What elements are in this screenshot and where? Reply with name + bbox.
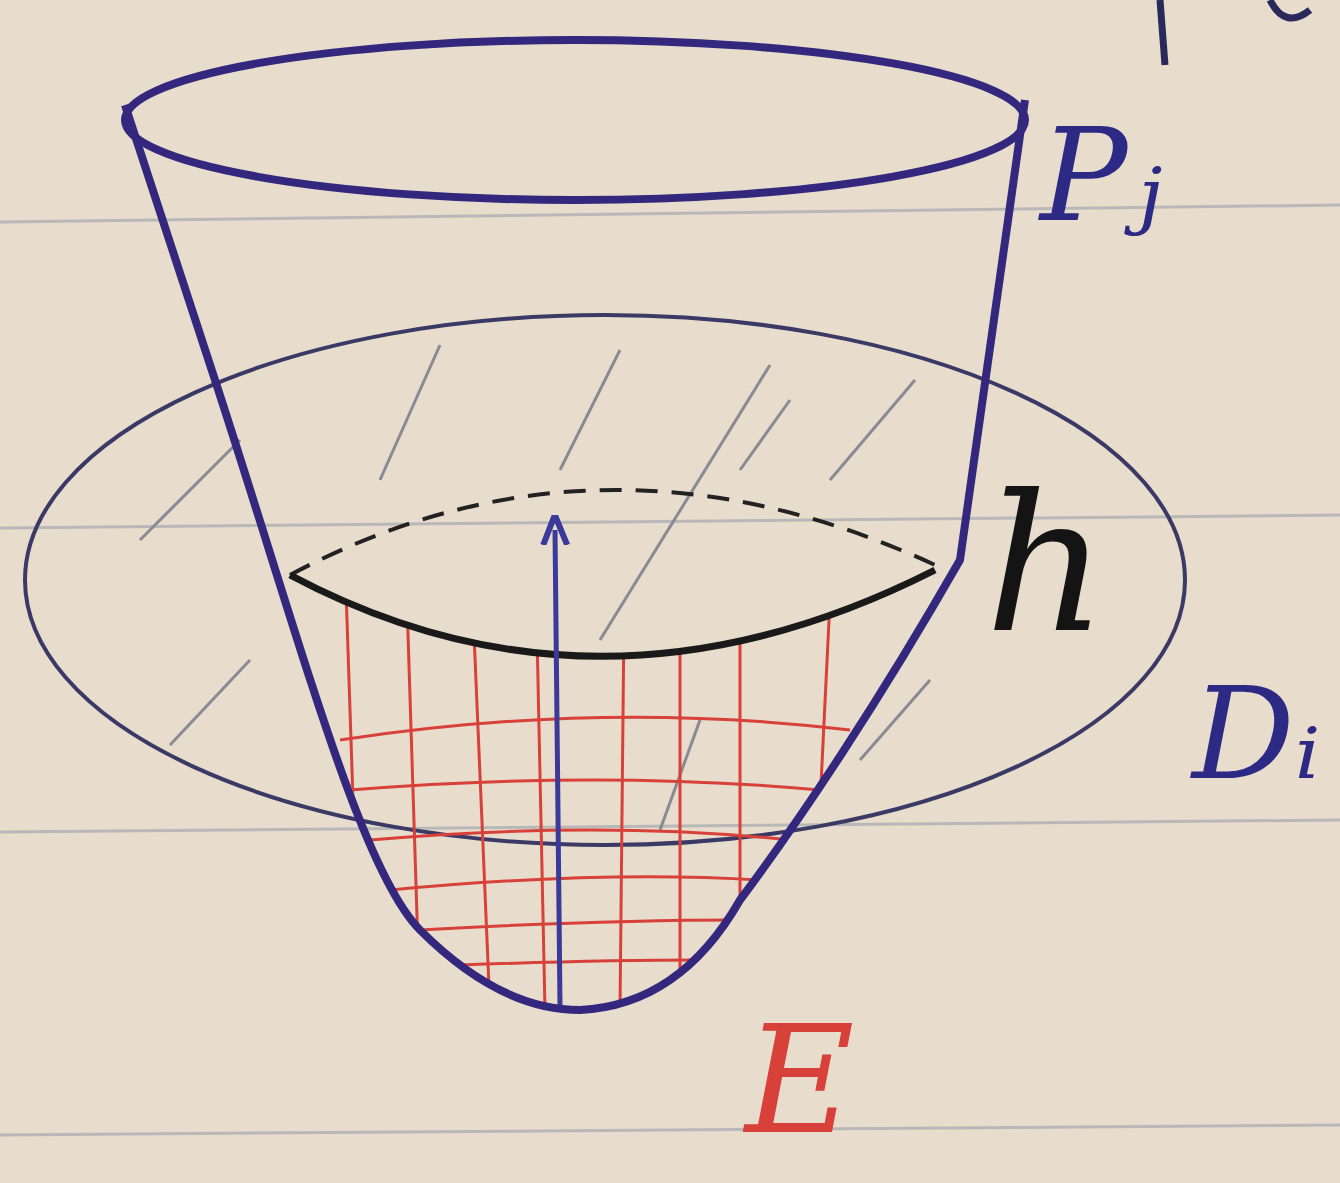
region-label: E	[745, 1005, 855, 1155]
back-curve	[290, 490, 935, 575]
cup-rim	[125, 40, 1025, 200]
front-curve	[290, 570, 935, 656]
disk-label: Dᵢ	[1192, 670, 1320, 798]
disk-hatch	[140, 345, 930, 830]
surface-label: Pⱼ	[1040, 110, 1162, 240]
curve-label: h	[985, 470, 1107, 660]
margin-marks	[1160, 0, 1310, 65]
axis-arrow	[555, 530, 560, 1005]
cup-surface	[125, 100, 1025, 1010]
disk-outline	[25, 315, 1185, 845]
region-hatch	[330, 520, 900, 1010]
